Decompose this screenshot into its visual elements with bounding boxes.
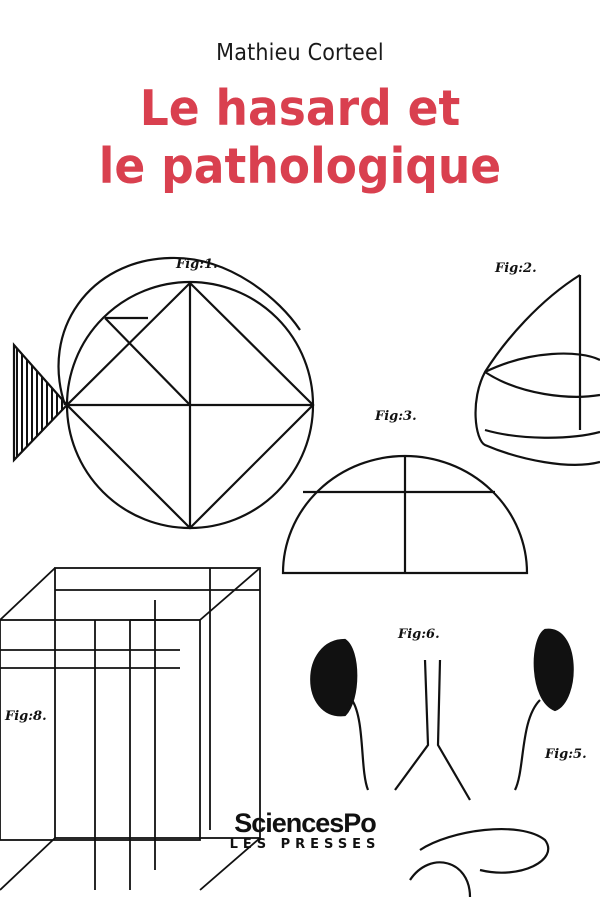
fig5-label: Fig:5. <box>544 747 587 762</box>
fig8-label: Fig:8. <box>4 709 47 724</box>
fig3-label: Fig:3. <box>374 409 417 424</box>
title-line-2: le pathologique <box>98 138 502 195</box>
figure-2: Fig:2. <box>474 261 600 466</box>
figure-3: Fig:3. <box>281 409 529 575</box>
author-name: Mathieu Corteel <box>216 40 384 66</box>
publisher-logo: SciencesPo LES PRESSES <box>225 808 385 852</box>
figure-6-anatomy: Fig:6. Fig:5. <box>310 627 587 897</box>
publisher-name: SciencesPo <box>234 808 377 838</box>
fig2-label: Fig:2. <box>494 261 537 276</box>
fig6-label: Fig:6. <box>397 627 440 642</box>
figure-8: Fig:8. <box>0 567 261 891</box>
title-line-1: Le hasard et <box>139 80 461 137</box>
fig1-label: Fig:1. <box>175 257 218 272</box>
publisher-subtitle: LES PRESSES <box>229 837 381 852</box>
book-title: Le hasard et le pathologique <box>0 80 600 196</box>
figure-1: Fig:1. <box>12 256 315 530</box>
